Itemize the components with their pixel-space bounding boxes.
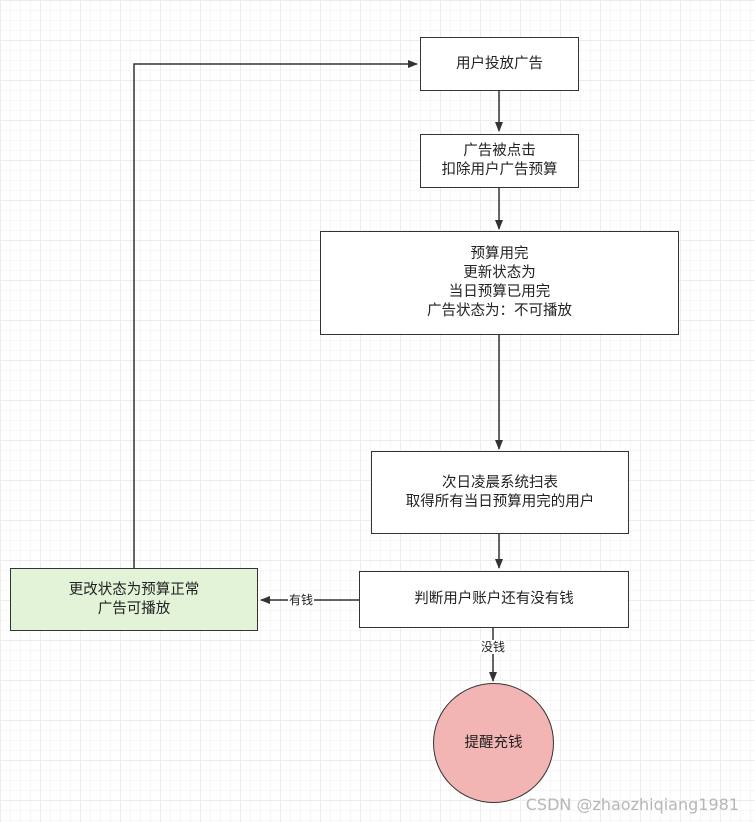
node-budget-used-line4: 广告状态为：不可播放 bbox=[427, 303, 572, 319]
node-recharge: 提醒充钱 bbox=[433, 683, 554, 803]
node-restore-status-line1: 更改状态为预算正常 bbox=[68, 581, 200, 598]
node-restore-status-line2: 广告可播放 bbox=[97, 600, 171, 617]
edge-label-has-money: 有钱 bbox=[288, 593, 315, 607]
node-ad-clicked-line2: 扣除用户广告预算 bbox=[441, 162, 558, 178]
node-place-ad: 用户投放广告 bbox=[420, 37, 579, 91]
node-restore-status: 更改状态为预算正常 广告可播放 bbox=[10, 568, 258, 631]
node-morning-scan-line1: 次日凌晨系统扫表 bbox=[442, 474, 558, 491]
node-morning-scan-line2: 取得所有当日预算用完的用户 bbox=[405, 493, 595, 510]
watermark: CSDN @zhaozhiqiang1981 bbox=[525, 795, 739, 814]
node-check-balance: 判断用户账户还有没有钱 bbox=[359, 571, 629, 628]
node-check-balance-line1: 判断用户账户还有没有钱 bbox=[414, 591, 574, 607]
node-place-ad-line1: 用户投放广告 bbox=[456, 55, 543, 72]
node-budget-used-line3: 当日预算已用完 bbox=[448, 284, 551, 300]
node-ad-clicked-line1: 广告被点击 bbox=[463, 143, 536, 159]
node-budget-used-line1: 预算用完 bbox=[470, 246, 529, 262]
node-budget-used-line2: 更新状态为 bbox=[463, 265, 536, 281]
node-recharge-line1: 提醒充钱 bbox=[464, 734, 523, 751]
edge-restore-to-place bbox=[133, 60, 418, 568]
node-budget-used: 预算用完 更新状态为 当日预算已用完 广告状态为：不可播放 bbox=[320, 231, 679, 335]
edge-label-no-money: 没钱 bbox=[480, 640, 507, 654]
node-morning-scan: 次日凌晨系统扫表 取得所有当日预算用完的用户 bbox=[371, 451, 629, 534]
node-ad-clicked: 广告被点击 扣除用户广告预算 bbox=[420, 134, 579, 188]
